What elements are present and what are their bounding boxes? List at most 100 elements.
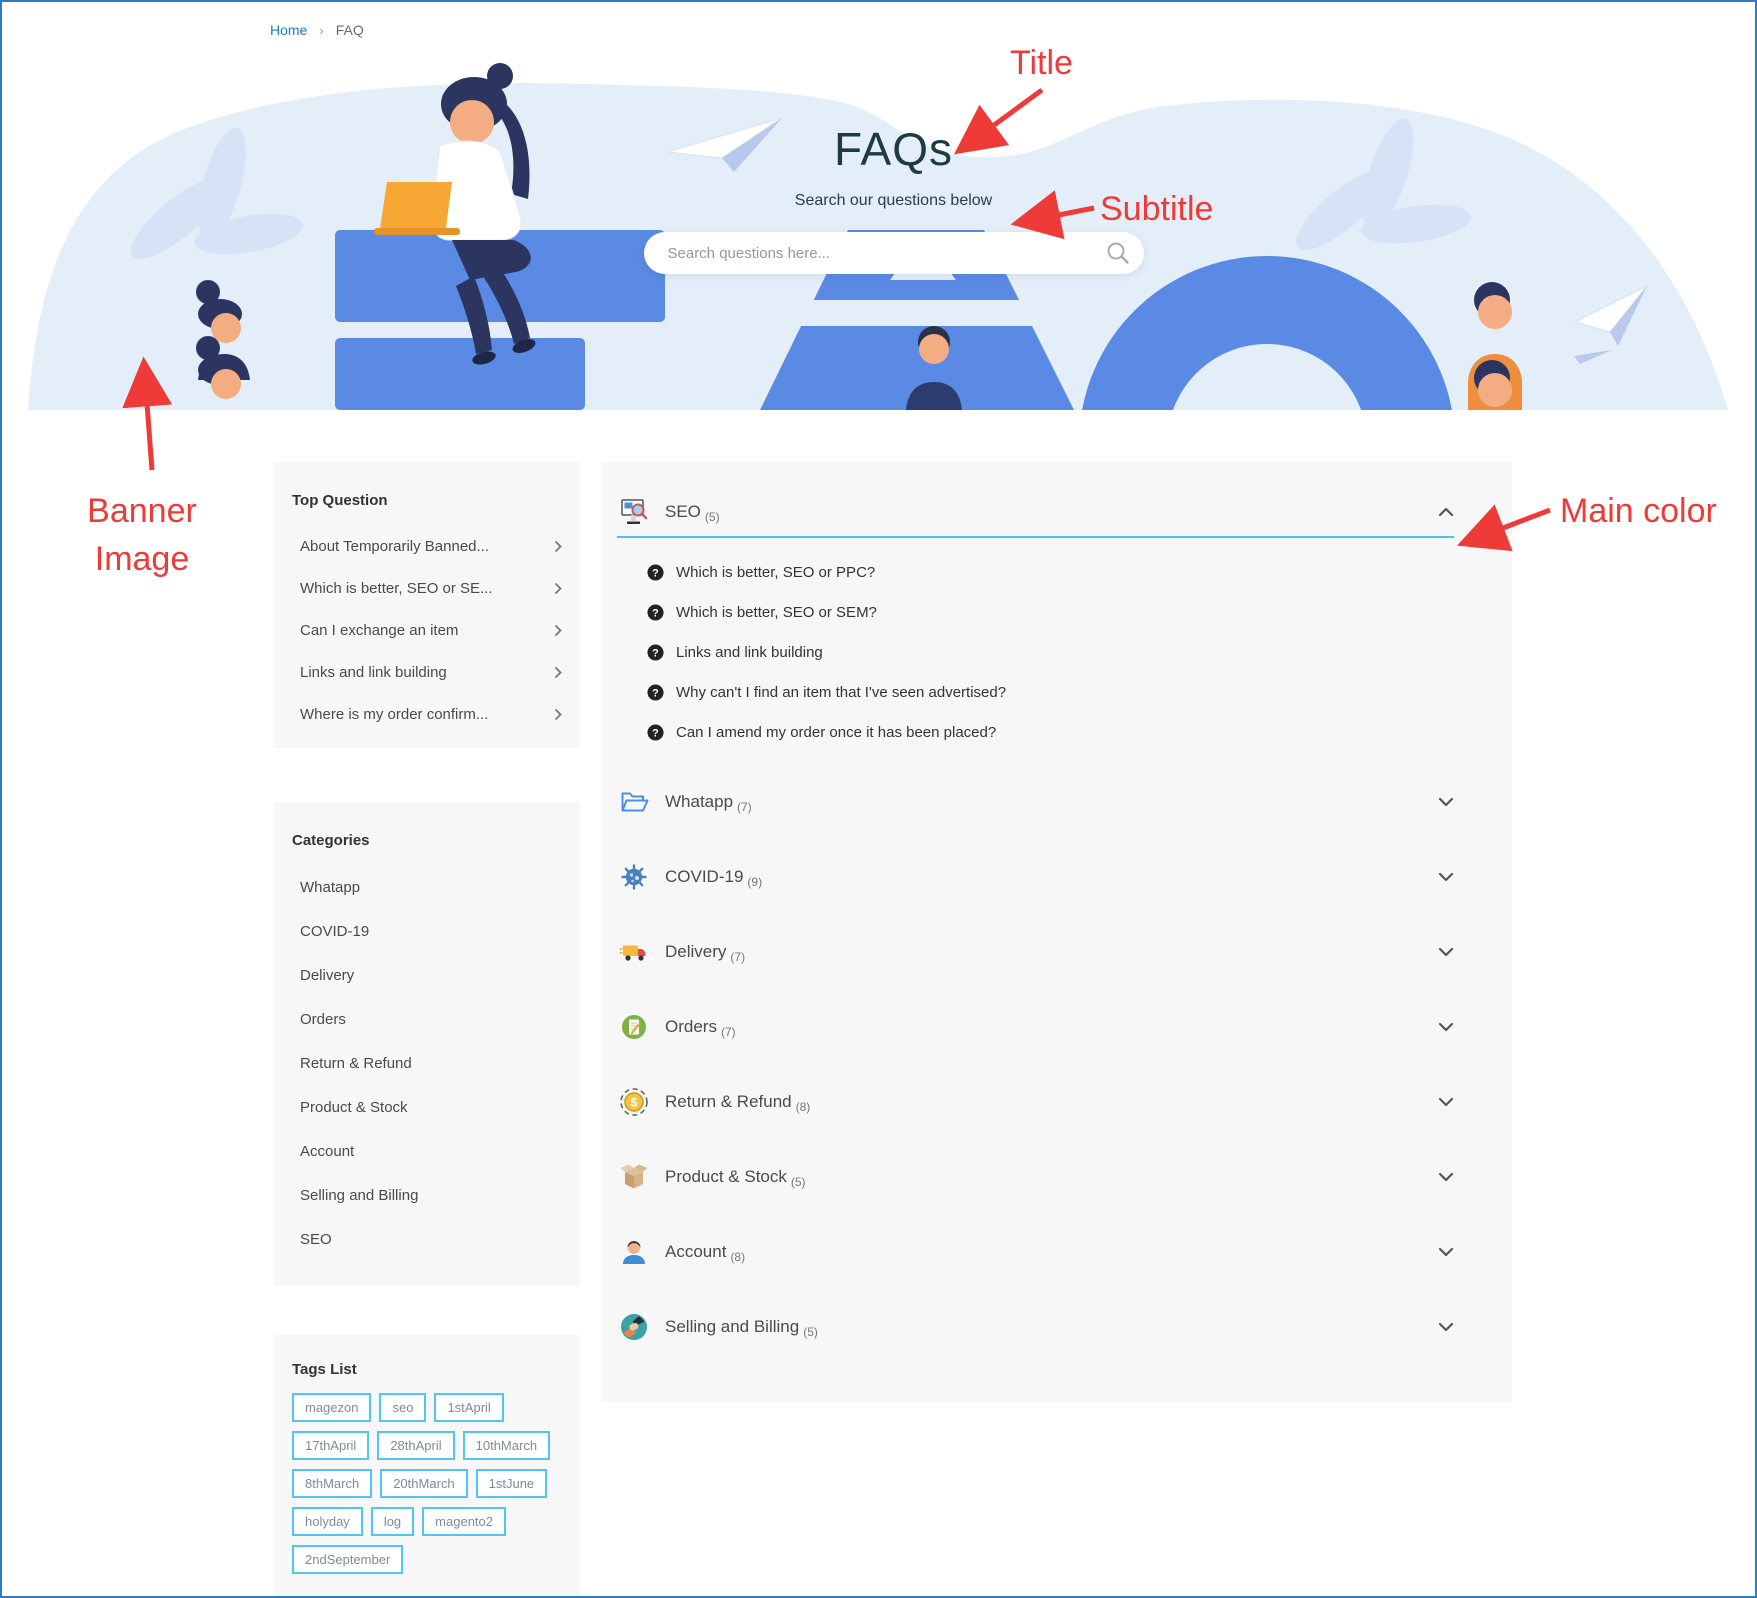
accordion-label: Account bbox=[665, 1242, 727, 1261]
question-mark-icon: ? bbox=[647, 563, 664, 581]
category-item-return-refund[interactable]: Return & Refund bbox=[300, 1054, 412, 1072]
accordion-header-delivery[interactable]: Delivery (7) bbox=[617, 932, 1454, 972]
chevron-right-icon bbox=[554, 708, 562, 720]
accordion-header-return-refund[interactable]: $ Return & Refund (8) bbox=[617, 1082, 1454, 1122]
tag[interactable]: 20thMarch bbox=[380, 1469, 468, 1498]
chevron-up-icon bbox=[1438, 507, 1454, 517]
top-question-item[interactable]: About Temporarily Banned... bbox=[292, 525, 562, 567]
question-label: Can I amend my order once it has been pl… bbox=[676, 723, 997, 741]
page-subtitle: Search our questions below bbox=[794, 192, 993, 209]
category-item-delivery[interactable]: Delivery bbox=[300, 966, 355, 984]
tag[interactable]: holyday bbox=[292, 1507, 363, 1536]
top-question-item[interactable]: Can I exchange an item bbox=[292, 609, 562, 651]
top-question-label: Can I exchange an item bbox=[300, 621, 459, 639]
question-label: Links and link building bbox=[676, 643, 823, 661]
accordion-label: Whatapp bbox=[665, 792, 734, 811]
chevron-down-icon bbox=[1438, 1247, 1454, 1257]
chevron-down-icon bbox=[1438, 872, 1454, 882]
svg-text:?: ? bbox=[652, 727, 659, 739]
accordion-count: (7) bbox=[730, 950, 746, 964]
center-man-figure bbox=[906, 326, 962, 410]
faq-question-link[interactable]: ? Which is better, SEO or PPC? bbox=[647, 552, 1454, 592]
category-item-whatapp[interactable]: Whatapp bbox=[300, 878, 361, 896]
category-item-covid19[interactable]: COVID-19 bbox=[300, 922, 370, 940]
accordion-label: Delivery bbox=[665, 942, 727, 961]
breadcrumb: Home › FAQ bbox=[270, 22, 364, 38]
question-mark-icon: ? bbox=[647, 643, 664, 661]
annotation-title: Title bbox=[1010, 44, 1073, 82]
chevron-down-icon bbox=[1438, 1022, 1454, 1032]
accordion-count: (5) bbox=[704, 510, 720, 524]
tag[interactable]: 1stJune bbox=[475, 1469, 548, 1498]
accordion-header-covid19[interactable]: COVID-19 (9) bbox=[617, 857, 1454, 897]
tag[interactable]: 17thApril bbox=[292, 1431, 370, 1460]
tag[interactable]: 28thApril bbox=[377, 1431, 455, 1460]
tag[interactable]: seo bbox=[379, 1393, 427, 1422]
accordion-header-account[interactable]: Account (8) bbox=[617, 1232, 1454, 1272]
handshake-icon bbox=[617, 1310, 651, 1344]
virus-icon bbox=[617, 860, 651, 894]
page-title: FAQs bbox=[833, 123, 954, 175]
category-item-orders[interactable]: Orders bbox=[300, 1010, 346, 1028]
annotation-subtitle: Subtitle bbox=[1100, 190, 1214, 228]
search-icon[interactable] bbox=[1105, 240, 1131, 266]
accordion-count: (5) bbox=[803, 1325, 818, 1339]
faq-question-link[interactable]: ? Why can't I find an item that I've see… bbox=[647, 672, 1454, 712]
category-item-product-stock[interactable]: Product & Stock bbox=[300, 1098, 408, 1116]
svg-text:?: ? bbox=[652, 687, 659, 699]
tag[interactable]: 1stApril bbox=[434, 1393, 504, 1422]
faq-question-link[interactable]: ? Which is better, SEO or SEM? bbox=[647, 592, 1454, 632]
accordion-header-product-stock[interactable]: Product & Stock (5) bbox=[617, 1157, 1454, 1197]
breadcrumb-current: FAQ bbox=[335, 22, 364, 38]
banner: FAQs Search our questions below bbox=[22, 54, 1737, 410]
sidebar-tags: Tags List magezon seo 1stApril 17thApril… bbox=[274, 1335, 580, 1596]
svg-text:?: ? bbox=[652, 647, 659, 659]
accordion-label: Orders bbox=[665, 1017, 717, 1036]
search-input[interactable] bbox=[667, 232, 1096, 274]
accordion-label: Return & Refund bbox=[665, 1092, 792, 1111]
accordion-header-orders[interactable]: Orders (7) bbox=[617, 1007, 1454, 1047]
accordion-label: Product & Stock bbox=[665, 1167, 787, 1186]
top-question-item[interactable]: Links and link building bbox=[292, 651, 562, 693]
accordion-header-whatapp[interactable]: Whatapp (7) bbox=[617, 782, 1454, 822]
faq-question-link[interactable]: ? Can I amend my order once it has been … bbox=[647, 712, 1454, 752]
refund-coin-icon: $ bbox=[617, 1085, 651, 1119]
accordion-count: (5) bbox=[790, 1175, 806, 1189]
annotation-main-color: Main color bbox=[1560, 492, 1717, 530]
tag[interactable]: magento2 bbox=[422, 1507, 506, 1536]
accordion-header-seo[interactable]: SEO (5) bbox=[617, 490, 1454, 534]
category-item-account[interactable]: Account bbox=[300, 1142, 355, 1160]
chevron-down-icon bbox=[1438, 1097, 1454, 1107]
category-item-selling-billing[interactable]: Selling and Billing bbox=[300, 1186, 419, 1204]
accordion-count: (9) bbox=[747, 875, 763, 889]
tag[interactable]: 10thMarch bbox=[462, 1431, 551, 1460]
breadcrumb-home-link[interactable]: Home bbox=[270, 22, 308, 38]
category-item-seo[interactable]: SEO bbox=[300, 1230, 332, 1248]
accordion-count: (7) bbox=[720, 1025, 736, 1039]
tag[interactable]: log bbox=[370, 1507, 415, 1536]
top-questions-title: Top Question bbox=[292, 492, 388, 509]
chevron-down-icon bbox=[1438, 947, 1454, 957]
accordion-count: (7) bbox=[737, 800, 752, 814]
tag[interactable]: 8thMarch bbox=[292, 1469, 373, 1498]
chevron-down-icon bbox=[1438, 797, 1454, 807]
chevron-down-icon bbox=[1438, 1322, 1454, 1332]
question-label: Which is better, SEO or PPC? bbox=[676, 563, 876, 581]
chevron-right-icon bbox=[554, 624, 562, 636]
accordion-header-selling-billing[interactable]: Selling and Billing (5) bbox=[617, 1307, 1454, 1347]
top-question-item[interactable]: Which is better, SEO or SE... bbox=[292, 567, 562, 609]
svg-text:$: $ bbox=[631, 1096, 638, 1110]
top-question-item[interactable]: Where is my order confirm... bbox=[292, 693, 562, 735]
top-question-label: Which is better, SEO or SE... bbox=[300, 579, 493, 597]
tag[interactable]: 2ndSeptember bbox=[292, 1545, 404, 1574]
accordion-label: SEO bbox=[665, 502, 701, 521]
accordion-label: Selling and Billing bbox=[665, 1317, 800, 1336]
orders-clipboard-icon bbox=[617, 1010, 651, 1044]
leaf-shapes bbox=[130, 118, 1471, 260]
top-question-label: Links and link building bbox=[300, 663, 447, 681]
box-icon bbox=[617, 1160, 651, 1194]
sidebar-top-questions: Top Question About Temporarily Banned...… bbox=[274, 462, 580, 748]
tag[interactable]: magezon bbox=[292, 1393, 372, 1422]
faq-question-link[interactable]: ? Links and link building bbox=[647, 632, 1454, 672]
